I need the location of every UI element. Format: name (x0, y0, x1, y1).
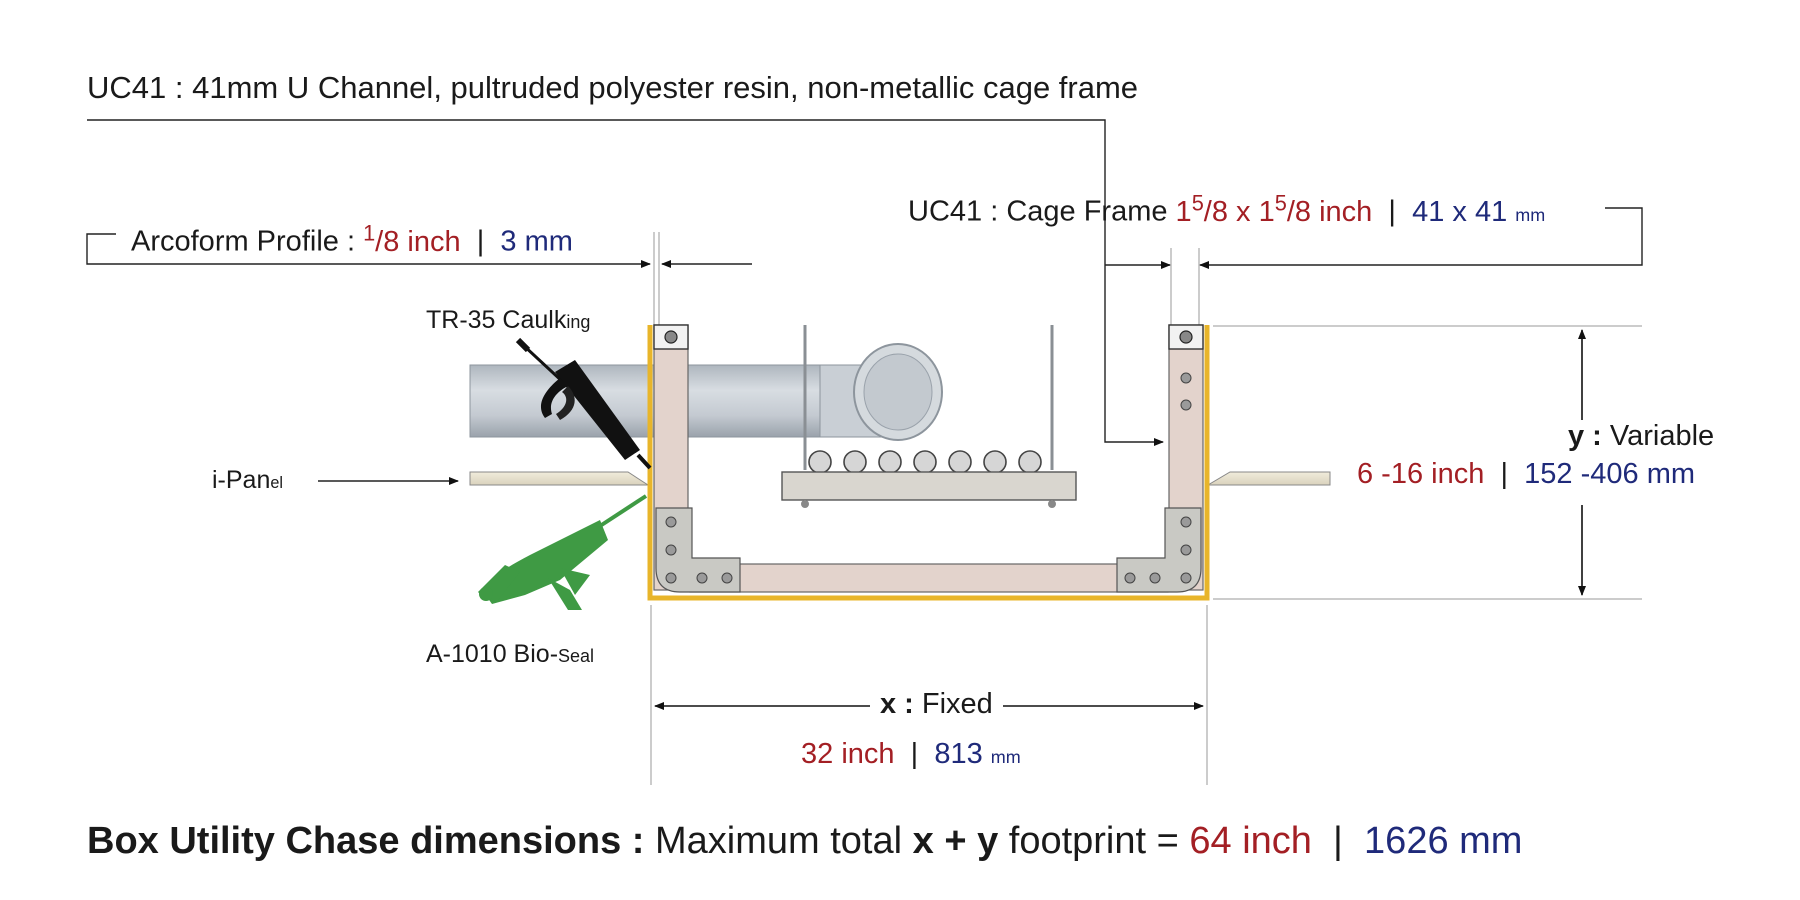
y-dim-values: 6 -16 inch | 152 -406 mm (1357, 460, 1695, 489)
caulking-gun-icon (515, 337, 652, 470)
y-dim-bold: y : (1568, 420, 1602, 452)
corner-bracket-right (1116, 507, 1202, 593)
footer-text2: footprint = (998, 820, 1190, 862)
y-dim-label: y : Variable (1568, 422, 1714, 451)
footer-bold2: x + y (912, 820, 999, 862)
footer-text: Maximum total (644, 820, 913, 862)
footer-separator: | (1333, 820, 1343, 862)
caulking-main: TR-35 Caulk (426, 306, 567, 334)
y-dim-inch: 6 -16 inch (1357, 458, 1485, 490)
y-dim-text: Variable (1601, 420, 1715, 452)
bio-seal-small: Seal (558, 646, 595, 666)
cage-frame-inch: 15/8 x 15/8 inch (1175, 192, 1373, 228)
title-leader-line (87, 119, 1164, 446)
footer-bold: Box Utility Chase dimensions : (87, 820, 645, 862)
arcoform-mm: 3 mm (500, 225, 573, 258)
i-panel-main: i-Pan (212, 466, 271, 494)
x-dim-text: Fixed (913, 688, 993, 720)
frame-bottom-rail (689, 563, 1169, 593)
i-panel-left (469, 471, 650, 486)
i-panel-right (1206, 471, 1331, 486)
i-panel-small: el (270, 474, 284, 492)
arcoform-inch: inch (407, 225, 461, 258)
arcoform-frac-den: /8 (375, 225, 400, 258)
cage-frame-bracket (1199, 207, 1643, 269)
cage-sup-b: 5 (1274, 190, 1287, 215)
x-dim-label: x : Fixed (880, 690, 993, 719)
bracket-bolts (665, 372, 1192, 584)
cage-frame-mm: 41 x 41 mm (1412, 196, 1545, 228)
cage-frame-label: UC41 : Cage Frame 15/8 x 15/8 inch | 41 … (908, 192, 1545, 227)
arcoform-bracket (86, 233, 651, 268)
y-dim-separator: | (1500, 458, 1509, 490)
cage-mm-unit: mm (1515, 204, 1546, 225)
x-dim-values: 32 inch | 813 mm (801, 740, 1021, 769)
arcoform-frac-num: 1 (363, 220, 376, 245)
x-dim-mm-value: 813 (934, 738, 983, 770)
tray-bolt-left (801, 500, 809, 508)
arcoform-label-text: Arcoform Profile : (131, 225, 364, 258)
x-dim-mm: 813 mm (934, 738, 1020, 770)
cage-mm-value: 41 x 41 (1412, 195, 1508, 228)
top-cap-bolt-right (1179, 330, 1193, 344)
cage-sup-a: 5 (1191, 190, 1204, 215)
footer-mm: 1626 mm (1364, 820, 1523, 862)
corner-bracket-left (655, 507, 741, 593)
bio-seal-gun-icon (478, 494, 648, 610)
caulking-small: ing (566, 312, 591, 332)
x-dim-bold: x : (880, 688, 914, 720)
cage-frame-separator: | (1388, 195, 1396, 228)
cage-den-b: /8 inch (1286, 195, 1373, 228)
tray-bolt-right (1048, 500, 1056, 508)
arcoform-separator: | (476, 225, 485, 258)
top-cap-bolt-left (664, 330, 678, 344)
caulking-label: TR-35 Caulking (426, 308, 590, 333)
diagram-title: UC41 : 41mm U Channel, pultruded polyest… (87, 70, 1139, 105)
pipe-clamp-row (808, 450, 1042, 474)
top-cap-right (1168, 324, 1204, 350)
x-dim-inch: 32 inch (801, 738, 895, 770)
arcoform-fraction: 1/8 inch (363, 222, 461, 258)
footer-inch: 64 inch (1189, 820, 1312, 862)
trapeze-tray (781, 471, 1077, 501)
footer-summary: Box Utility Chase dimensions : Maximum t… (87, 822, 1522, 860)
x-dim-mm-unit: mm (990, 747, 1021, 767)
x-dim-separator: | (910, 738, 919, 770)
i-panel-label: i-Panel (212, 468, 283, 493)
y-dim-mm: 152 -406 mm (1524, 458, 1696, 490)
cage-frame-label-text: UC41 : Cage Frame (908, 195, 1176, 228)
bio-seal-label: A-1010 Bio-Seal (426, 642, 594, 667)
cage-den-a: /8 x 1 (1203, 195, 1275, 228)
pipe-flange-inner (863, 353, 933, 431)
cage-inch-a: 1 (1175, 195, 1192, 228)
bio-seal-main: A-1010 Bio- (426, 640, 559, 668)
seal-outline (647, 325, 1210, 601)
arcoform-label: Arcoform Profile : 1/8 inch | 3 mm (131, 222, 573, 257)
